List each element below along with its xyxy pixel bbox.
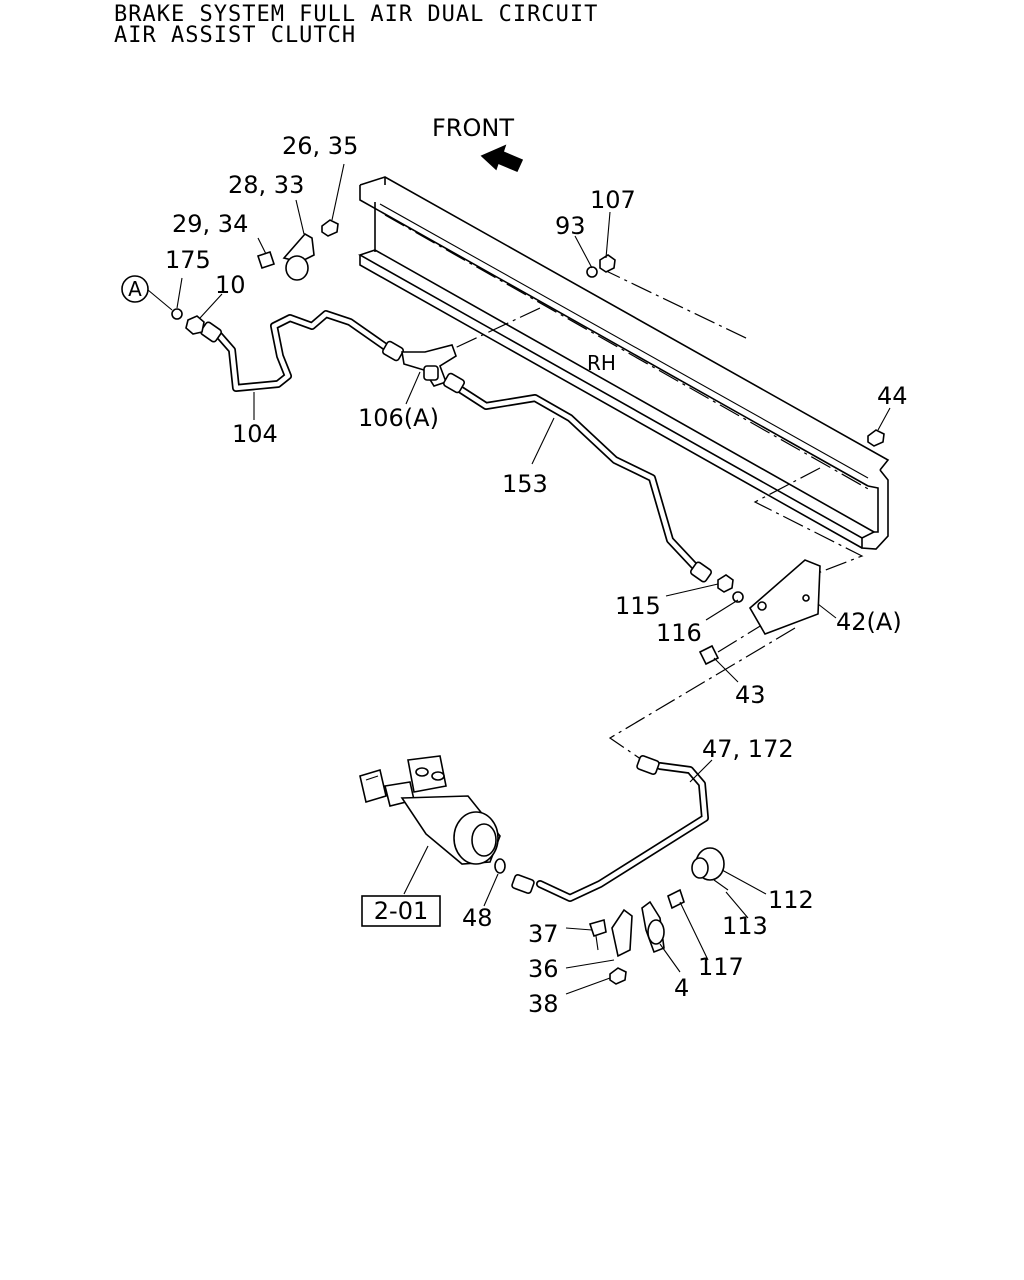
label-107: 107: [590, 186, 636, 214]
frame-rail: RH: [358, 176, 890, 550]
front-arrow: FRONT: [432, 114, 524, 173]
label-26-35: 26, 35: [282, 132, 358, 160]
label-115: 115: [615, 592, 661, 620]
diagram-title-line-2: AIR ASSIST CLUTCH: [114, 23, 357, 48]
label-106: 106(A): [358, 404, 439, 432]
label-42: 42(A): [836, 608, 902, 636]
front-label: FRONT: [432, 114, 514, 142]
label-48: 48: [462, 904, 493, 932]
hardware-left: [171, 219, 339, 335]
label-29-34: 29, 34: [172, 210, 248, 238]
bracket-42: [698, 559, 821, 666]
label-153: 153: [502, 470, 548, 498]
label-10: 10: [215, 271, 246, 299]
label-28-33: 28, 33: [228, 171, 304, 199]
label-117: 117: [698, 953, 744, 981]
hardware-115-116: [717, 574, 744, 603]
label-47-172: 47, 172: [702, 735, 794, 763]
part-labels: 26, 35 28, 33 29, 34 175 10 104 106(A) 9…: [165, 132, 908, 1018]
label-36: 36: [528, 955, 559, 983]
hardware-frame: [586, 254, 885, 447]
label-113: 113: [722, 912, 768, 940]
frame-side-label: RH: [587, 351, 616, 375]
label-104: 104: [232, 420, 278, 448]
label-leaders: [147, 163, 891, 995]
section-box-label: 2-01: [374, 897, 428, 925]
tee-joint-106: [401, 344, 457, 387]
label-116: 116: [656, 619, 702, 647]
callout-letter: A: [128, 277, 142, 301]
pipe-47-172: [511, 755, 709, 902]
pipe-153: [443, 372, 713, 583]
label-93: 93: [555, 212, 586, 240]
label-43: 43: [735, 681, 766, 709]
section-reference-box: 2-01: [361, 895, 441, 927]
valve-assembly: [359, 755, 501, 865]
hardware-bottom: [494, 847, 729, 985]
label-4: 4: [674, 974, 689, 1002]
diagram-title: BRAKE SYSTEM FULL AIR DUAL CIRCUIT AIR A…: [114, 2, 599, 48]
pipe-104: [199, 310, 404, 392]
label-37: 37: [528, 920, 559, 948]
label-175: 175: [165, 246, 211, 274]
label-112: 112: [768, 886, 814, 914]
leader-lines: [424, 267, 864, 765]
label-38: 38: [528, 990, 559, 1018]
reference-callout-a: A: [121, 275, 149, 303]
label-44: 44: [877, 382, 908, 410]
diagram-title-line-1: BRAKE SYSTEM FULL AIR DUAL CIRCUIT: [114, 2, 599, 27]
